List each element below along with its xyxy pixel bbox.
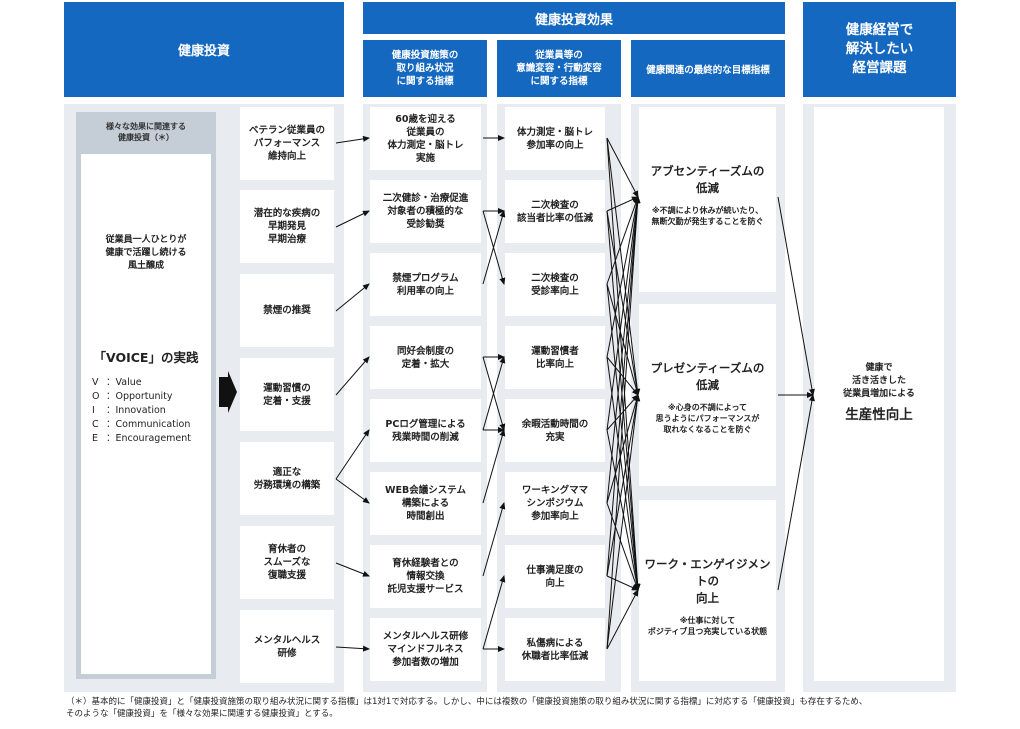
voice-item: C：Communication (92, 419, 191, 430)
investment-to-measure-arrow (335, 283, 370, 312)
behavior-to-goal-arrow (606, 196, 641, 504)
investment-to-measure-arrow (335, 429, 370, 480)
behavior-to-goal-arrow (606, 210, 640, 396)
behavior-to-goal-arrow (606, 356, 639, 396)
investment-to-measure-arrow (335, 478, 370, 504)
investment-box: ベテラン従業員の パフォーマンス 維持向上 (240, 107, 334, 180)
behavior-box: 二次検査の 受診率向上 (505, 253, 605, 316)
behavior-to-goal-arrow (606, 394, 641, 650)
voice-item: I：Innovation (92, 405, 166, 416)
investment-box: 禁煙の推奨 (240, 274, 334, 347)
investment-to-measure-arrow (335, 562, 370, 577)
measure-to-behavior-arrow (482, 429, 506, 504)
behavior-to-goal-arrow (606, 394, 640, 577)
measure-box: 60歳を迎える 従業員の 体力測定・脳トレ 実施 (370, 107, 481, 170)
measure-box: 禁煙プログラム 利用率の向上 (370, 253, 481, 316)
related-investment-tag: 様々な効果に関連する 健康投資（＊） (106, 122, 186, 142)
behavior-box: 仕事満足度の 向上 (505, 545, 605, 608)
investment-box: メンタルヘルス 研修 (240, 610, 334, 683)
behavior-box: ワーキングママ シンポジウム 参加率向上 (505, 472, 605, 535)
goal-note: ※心身の不調によって 思うようにパフォーマンスが 取れなくなることを防ぐ (655, 403, 760, 434)
voice-title: 「VOICE」の実践 (93, 350, 199, 365)
issue-box (814, 107, 944, 681)
behavior-to-goal-arrow (606, 196, 641, 650)
measure-to-behavior-arrow (482, 575, 506, 650)
investment-to-measure-arrow (335, 645, 370, 652)
voice-arrow (219, 371, 237, 413)
header-measures: 健康投資施策の 取り組み状況 に関する指標 (363, 40, 487, 97)
voice-item: V：Value (92, 377, 142, 388)
measure-box: PCログ管理による 残業時間の削減 (370, 399, 481, 462)
header-final: 健康関連の最終的な目標指標 (631, 40, 785, 97)
measure-box: 同好会制度の 定着・拡大 (370, 326, 481, 389)
behavior-to-goal-arrow (606, 196, 641, 431)
goal-presenteeism: プレゼンティーズムの 低減 ※心身の不調によって 思うようにパフォーマンスが 取… (639, 304, 776, 486)
voice-card (81, 154, 211, 674)
issue-emphasis: 生産性向上 (845, 407, 913, 423)
investment-box: 適正な 労務環境の構築 (240, 442, 334, 515)
goal-engagement: ワーク・エンゲイジメントの 向上 ※仕事に対して ポジティブ且つ充実している状態 (639, 500, 776, 681)
measure-box: メンタルヘルス研修 マインドフルネス 参加者数の増加 (370, 618, 481, 681)
behavior-to-goal-arrow (606, 394, 639, 431)
issue-text: 健康で 活き活きした 従業員増加による (843, 363, 915, 399)
investment-to-measure-arrow (335, 135, 370, 144)
goal-absenteeism: アブセンティーズムの 低減 ※不調により休みが続いたり、 無断欠勤が発生すること… (639, 107, 776, 292)
behavior-to-goal-arrow (606, 283, 641, 591)
measure-to-behavior-arrow (482, 502, 506, 577)
goal-to-issue-arrow (777, 394, 815, 591)
behavior-to-goal-arrow (606, 196, 639, 212)
voice-item: E：Encouragement (92, 433, 192, 444)
behavior-to-goal-arrow (606, 394, 640, 504)
voice-item: O：Opportunity (92, 391, 173, 402)
behavior-to-goal-arrow (606, 283, 640, 396)
measure-to-behavior-arrow (482, 210, 506, 285)
investment-to-measure-arrow (335, 356, 370, 396)
goal-to-issue-arrow (777, 196, 815, 396)
behavior-to-goal-arrow (606, 196, 640, 358)
footnote: （＊）基本的に「健康投資」と「健康投資施策の取り組み状況に関する指標」は1対1で… (66, 697, 868, 719)
behavior-box: 体力測定・脳トレ 参加率の向上 (505, 107, 605, 170)
investment-box: 育休者の スムーズな 復職支援 (240, 526, 334, 599)
behavior-to-goal-arrow (606, 196, 639, 285)
behavior-to-goal-arrow (606, 356, 641, 591)
header-behavior: 従業員等の 意識変容・行動変容 に関する指標 (497, 40, 621, 97)
goal-note: ※不調により休みが続いたり、 無断欠勤が発生することを防ぐ (651, 206, 764, 226)
measure-box: WEB会議システム 構築による 時間創出 (370, 472, 481, 535)
header-issue: 健康経営で 解決したい 経営課題 (803, 2, 956, 97)
behavior-to-goal-arrow (606, 210, 641, 591)
behavior-to-goal-arrow (606, 137, 641, 396)
behavior-to-goal-arrow (606, 196, 641, 577)
culture-text: 従業員一人ひとりが 健康で活躍し続ける 風土醸成 (105, 235, 187, 271)
measure-to-behavior-arrow (482, 356, 506, 431)
behavior-to-goal-arrow (606, 589, 639, 650)
investment-box: 潜在的な疾病の 早期発見 早期治療 (240, 190, 334, 263)
behavior-to-goal-arrow (606, 137, 639, 198)
goal-title: ワーク・エンゲイジメントの 向上 (644, 557, 771, 605)
goal-title: アブセンティーズムの 低減 (650, 164, 765, 195)
behavior-box: 二次検査の 該当者比率の低減 (505, 180, 605, 243)
measure-box: 育休経験者との 情報交換 託児支援サービス (370, 545, 481, 608)
behavior-to-goal-arrow (606, 137, 641, 591)
behavior-box: 余暇活動時間の 充実 (505, 399, 605, 462)
voice-list: V：Value O：Opportunity I：Innovation C：Com… (92, 376, 210, 446)
header-effects: 健康投資効果 (363, 2, 785, 34)
behavior-box: 私傷病による 休職者比率低減 (505, 618, 605, 681)
goal-note: ※仕事に対して ポジティブ且つ充実している状態 (647, 616, 768, 636)
investment-to-measure-arrow (335, 210, 370, 228)
investment-box: 運動習慣の 定着・支援 (240, 358, 334, 431)
goal-title: プレゼンティーズムの 低減 (650, 361, 765, 392)
measure-box: 二次健診・治療促進 対象者の積極的な 受診勧奨 (370, 180, 481, 243)
behavior-box: 運動習慣者 比率向上 (505, 326, 605, 389)
header-investment: 健康投資 (64, 2, 344, 97)
